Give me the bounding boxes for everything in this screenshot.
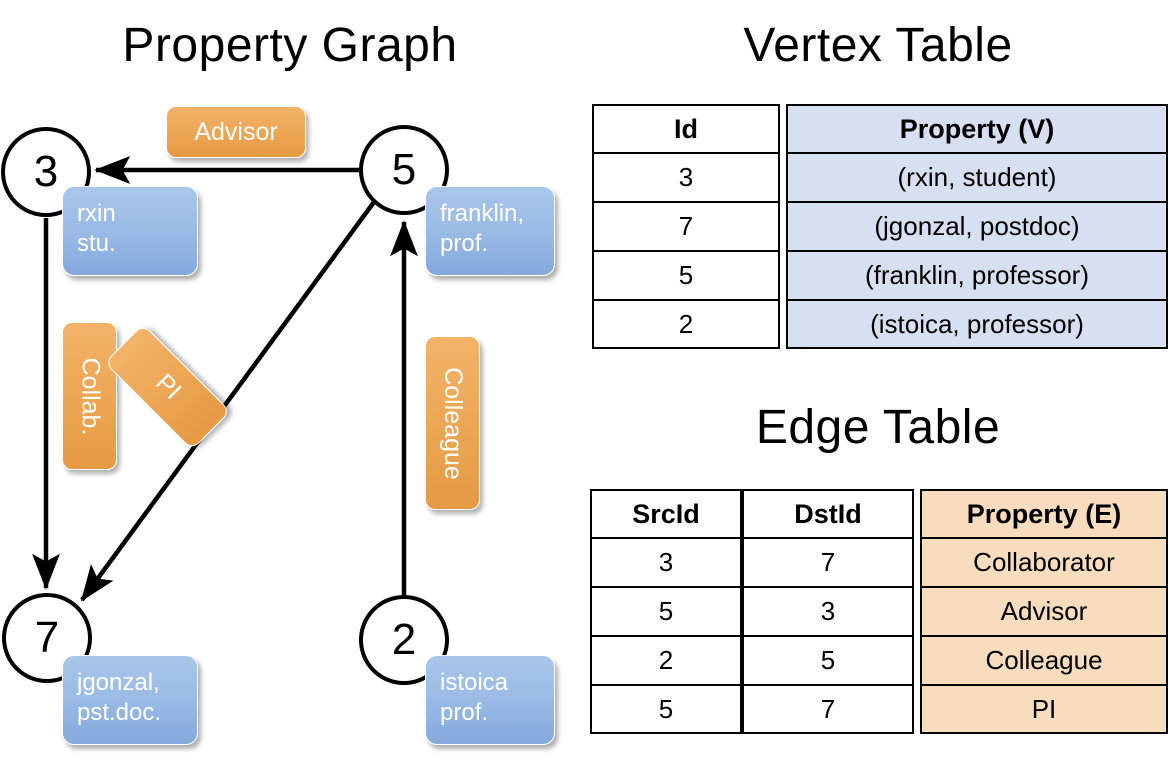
vertex-row-0-id: 3 xyxy=(592,153,780,202)
vertex-row-1-property: (jgonzal, postdoc) xyxy=(786,202,1168,251)
table-row[interactable]: 5 7 PI xyxy=(590,685,1168,734)
vertex-7-property-line-2: pst.doc. xyxy=(77,699,162,726)
table-row[interactable]: 7 (jgonzal, postdoc) xyxy=(592,202,1168,251)
edge-label-collab: Collab. xyxy=(62,322,117,470)
edge-table-header-srcid: SrcId xyxy=(590,489,742,538)
vertex-5-property-line-1: franklin, xyxy=(440,200,525,227)
edge-row-0-property: Collaborator xyxy=(920,538,1168,587)
edge-row-1-dst: 3 xyxy=(742,587,914,636)
graph-vertex-2-label: 2 xyxy=(391,615,417,664)
graph-vertex-5[interactable]: 5 xyxy=(359,125,449,215)
edge-table: SrcId DstId Property (E) 3 7 Collaborato… xyxy=(590,489,1168,734)
property-graph-title: Property Graph xyxy=(122,19,458,72)
edge-row-2-property: Colleague xyxy=(920,636,1168,685)
vertex-2-property-line-2: prof. xyxy=(440,699,489,726)
vertex-row-3-id: 2 xyxy=(592,300,780,349)
edge-row-1-property: Advisor xyxy=(920,587,1168,636)
graph-vertex-3-property-box: rxin stu. xyxy=(62,186,198,276)
vertex-5-property-line-2: prof. xyxy=(440,230,489,257)
graph-vertex-5-property-box: franklin, prof. xyxy=(425,186,555,276)
vertex-3-property-line-2: stu. xyxy=(77,230,116,257)
table-row[interactable]: 2 (istoica, professor) xyxy=(592,300,1168,349)
vertex-table-title: Vertex Table xyxy=(743,19,1013,72)
edge-label-colleague: Colleague xyxy=(425,336,480,510)
edge-label-advisor: Advisor xyxy=(166,106,306,158)
edge-arrow-5-to-7 xyxy=(80,200,376,602)
edge-table-header-row: SrcId DstId Property (E) xyxy=(590,489,1168,538)
vertex-row-0-property: (rxin, student) xyxy=(786,153,1168,202)
edge-row-1-src: 5 xyxy=(590,587,742,636)
graph-vertex-5-label: 5 xyxy=(391,145,417,194)
vertex-7-property-line-1: jgonzal, xyxy=(77,669,160,696)
graph-vertex-3-label: 3 xyxy=(33,147,59,196)
vertex-row-3-property: (istoica, professor) xyxy=(786,300,1168,349)
table-row[interactable]: 5 3 Advisor xyxy=(590,587,1168,636)
edge-row-3-src: 5 xyxy=(590,685,742,734)
vertex-table: Id Property (V) 3 (rxin, student) 7 (jgo… xyxy=(592,104,1168,349)
edge-table-title: Edge Table xyxy=(755,401,1001,454)
edge-label-advisor-text: Advisor xyxy=(194,117,278,146)
edge-row-3-property: PI xyxy=(920,685,1168,734)
edge-table-header-property: Property (E) xyxy=(920,489,1168,538)
table-row[interactable]: 3 (rxin, student) xyxy=(592,153,1168,202)
vertex-row-2-property: (franklin, professor) xyxy=(786,251,1168,300)
table-row[interactable]: 2 5 Colleague xyxy=(590,636,1168,685)
vertex-table-header-id: Id xyxy=(592,104,780,153)
edge-row-2-src: 2 xyxy=(590,636,742,685)
edge-row-3-dst: 7 xyxy=(742,685,914,734)
edge-row-0-src: 3 xyxy=(590,538,742,587)
graph-vertex-7-label: 7 xyxy=(34,613,60,662)
table-row[interactable]: 3 7 Collaborator xyxy=(590,538,1168,587)
graph-vertex-2[interactable]: 2 xyxy=(359,595,449,685)
vertex-table-header-property: Property (V) xyxy=(786,104,1168,153)
graph-vertex-7-property-box: jgonzal, pst.doc. xyxy=(62,655,198,745)
table-row[interactable]: 5 (franklin, professor) xyxy=(592,251,1168,300)
vertex-3-property-line-1: rxin xyxy=(77,200,116,227)
edge-table-header-dstid: DstId xyxy=(742,489,914,538)
edge-row-0-dst: 7 xyxy=(742,538,914,587)
edge-label-collab-text: Collab. xyxy=(76,357,105,435)
vertex-2-property-line-1: istoica xyxy=(440,669,509,696)
edge-row-2-dst: 5 xyxy=(742,636,914,685)
vertex-row-2-id: 5 xyxy=(592,251,780,300)
graph-vertex-2-property-box: istoica prof. xyxy=(425,655,555,745)
edge-label-colleague-text: Colleague xyxy=(439,366,467,480)
property-graph-panel: Property Graph 3 5 7 2 rxin stu. frankli… xyxy=(0,0,580,760)
edge-label-pi-text: PI xyxy=(149,368,187,405)
vertex-table-header-row: Id Property (V) xyxy=(592,104,1168,153)
graph-edges xyxy=(32,156,418,602)
vertex-row-1-id: 7 xyxy=(592,202,780,251)
